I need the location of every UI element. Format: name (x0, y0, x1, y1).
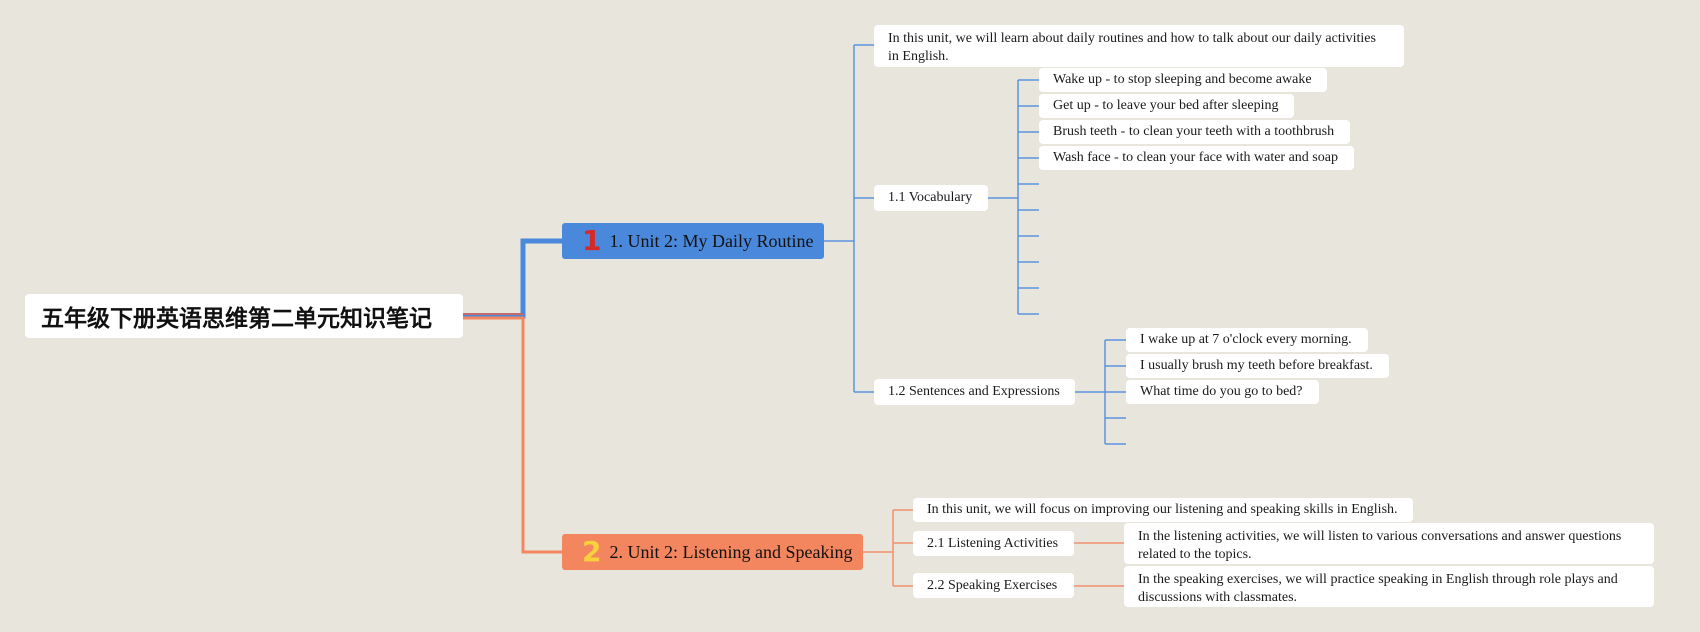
speaking-exercises-topic[interactable]: 2.2 Speaking Exercises (913, 573, 1074, 598)
sentence-item[interactable]: What time do you go to bed? (1126, 380, 1319, 404)
listening-speaking-intro[interactable]: In this unit, we will focus on improving… (913, 498, 1413, 522)
root-connector-orange (463, 316, 562, 554)
number-one-icon: 1 (582, 224, 602, 257)
sentences-topic[interactable]: 1.2 Sentences and Expressions (874, 379, 1075, 405)
branch1-connectors (824, 44, 874, 393)
vocabulary-item[interactable]: Wake up - to stop sleeping and become aw… (1039, 68, 1327, 92)
vocabulary-topic[interactable]: 1.1 Vocabulary (874, 185, 988, 211)
daily-routine-intro[interactable]: In this unit, we will learn about daily … (874, 25, 1404, 67)
sentence-item[interactable]: I usually brush my teeth before breakfas… (1126, 354, 1389, 378)
number-two-icon: 2 (582, 535, 602, 568)
root-connector-blue (463, 238, 562, 319)
branch-listening-speaking[interactable]: 2 2. Unit 2: Listening and Speaking (562, 534, 863, 570)
speaking-exercises-detail[interactable]: In the speaking exercises, we will pract… (1124, 566, 1654, 607)
vocabulary-connectors (988, 79, 1039, 315)
sentence-item[interactable]: I wake up at 7 o'clock every morning. (1126, 328, 1368, 352)
listening-activities-topic[interactable]: 2.1 Listening Activities (913, 531, 1074, 556)
branch-daily-routine[interactable]: 1 1. Unit 2: My Daily Routine (562, 223, 824, 259)
branch-daily-routine-label: 1. Unit 2: My Daily Routine (609, 230, 814, 251)
root-topic[interactable]: 五年级下册英语思维第二单元知识笔记 (25, 294, 463, 338)
branch-listening-speaking-label: 2. Unit 2: Listening and Speaking (609, 541, 853, 562)
vocabulary-item[interactable]: Brush teeth - to clean your teeth with a… (1039, 120, 1350, 144)
vocabulary-item[interactable]: Get up - to leave your bed after sleepin… (1039, 94, 1294, 118)
sentences-connectors (1075, 339, 1126, 445)
branch2-connectors (863, 509, 1124, 587)
vocabulary-item[interactable]: Wash face - to clean your face with wate… (1039, 146, 1354, 170)
listening-activities-detail[interactable]: In the listening activities, we will lis… (1124, 523, 1654, 564)
